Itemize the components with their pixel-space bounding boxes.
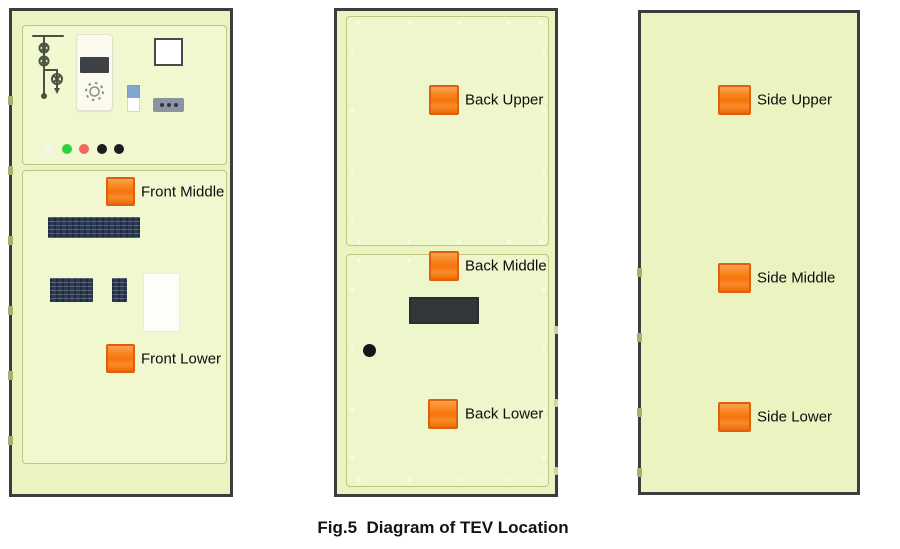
- front-upper-door: [22, 25, 227, 165]
- status-lamp-green: [62, 144, 72, 154]
- meter-window: [154, 38, 183, 66]
- louver-vent-narrow: [112, 278, 127, 302]
- label-card: [143, 273, 180, 332]
- back-upper-door: [346, 16, 549, 246]
- status-lamp-black: [114, 144, 124, 154]
- relay-dial-icon: [85, 82, 104, 101]
- front-view-cabinet: Front Middle Front Lower: [8, 8, 233, 497]
- tev-sensor-side-lower: [718, 402, 751, 432]
- tev-sensor-back-lower: [428, 399, 458, 429]
- protection-relay: [76, 34, 113, 111]
- bolt-dots: [357, 21, 361, 25]
- relay-display: [80, 57, 109, 73]
- tev-sensor-back-middle: [429, 251, 459, 281]
- terminal-indicator: [153, 98, 184, 112]
- status-lamp-white: [44, 144, 54, 154]
- sensor-label: Side Lower: [757, 408, 833, 426]
- hinge-tab: [554, 399, 558, 407]
- door-knob: [363, 344, 376, 357]
- hinge-notch: [637, 408, 642, 417]
- sensor-label: Side Upper: [757, 91, 833, 109]
- sensor-label: Front Middle: [141, 183, 225, 201]
- tev-sensor-back-upper: [429, 85, 459, 115]
- hinge-tab: [554, 467, 558, 475]
- front-lower-door: Front Middle Front Lower: [22, 170, 227, 464]
- sensor-label: Front Lower: [141, 350, 222, 368]
- indicator-dots: [160, 103, 164, 107]
- hinge-notch: [8, 306, 13, 315]
- hinge-notch: [8, 436, 13, 445]
- status-lamp-red: [79, 144, 89, 154]
- hinge-notch: [8, 96, 13, 105]
- hinge-notch: [8, 166, 13, 175]
- louver-vent-wide: [48, 217, 140, 238]
- sensor-label: Side Middle: [757, 269, 836, 287]
- status-lamp-black: [97, 144, 107, 154]
- tev-sensor-side-upper: [718, 85, 751, 115]
- louver-vent-small: [50, 278, 93, 302]
- back-view-cabinet: Back Upper Back Middle Back Lower: [334, 8, 558, 497]
- sensor-label: Back Middle: [465, 257, 547, 275]
- hinge-notch: [637, 268, 642, 277]
- tev-sensor-front-middle: [106, 177, 135, 206]
- single-line-diagram-icon: [32, 35, 64, 99]
- side-view-cabinet: Side Upper Side Middle Side Lower: [637, 10, 860, 495]
- bolt-dots: [357, 259, 361, 263]
- sensor-label: Back Lower: [465, 405, 544, 423]
- tev-sensor-side-middle: [718, 263, 751, 293]
- back-lower-door: [346, 254, 549, 487]
- sensor-label: Back Upper: [465, 91, 544, 109]
- back-vent: [409, 297, 479, 324]
- tev-sensor-front-lower: [106, 344, 135, 373]
- hinge-notch: [637, 333, 642, 342]
- hinge-notch: [8, 371, 13, 380]
- figure-caption: Fig.5 Diagram of TEV Location: [317, 518, 569, 537]
- hinge-tab: [554, 326, 558, 334]
- mini-switch: [127, 85, 140, 112]
- hinge-notch: [8, 236, 13, 245]
- hinge-notch: [637, 468, 642, 477]
